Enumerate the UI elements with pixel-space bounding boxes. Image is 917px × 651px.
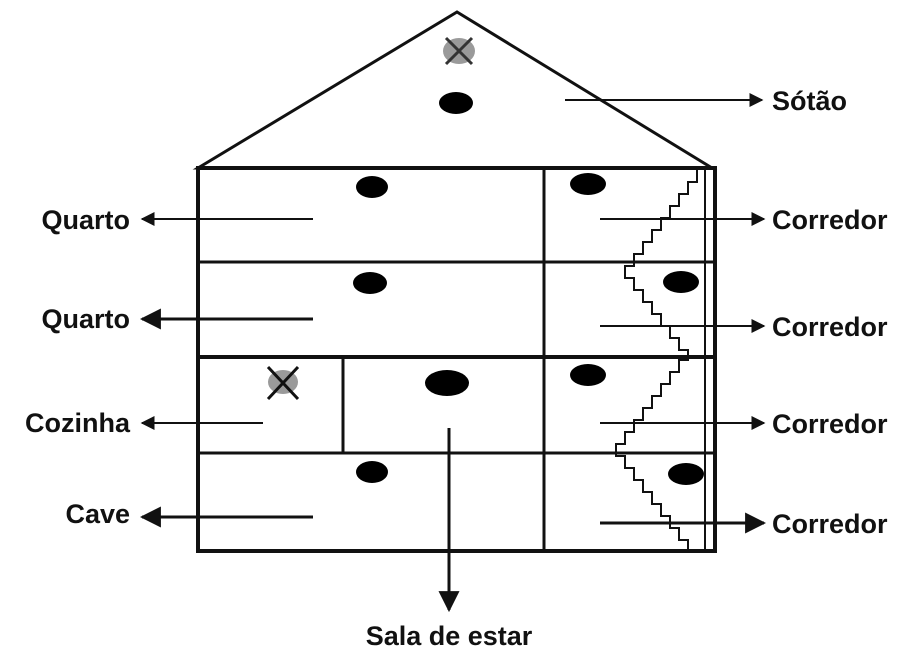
- label-sala-de-estar: Sala de estar: [366, 621, 533, 651]
- label-corredor-3: Corredor: [772, 409, 888, 439]
- label-corredor-2: Corredor: [772, 312, 888, 342]
- attic-dot: [439, 92, 473, 114]
- hallway-4-dot: [668, 463, 704, 485]
- kitchen-x-icon: [266, 365, 300, 401]
- label-quarto-2: Quarto: [41, 304, 130, 334]
- bedroom-2-dot: [353, 272, 387, 294]
- label-corredor-4: Corredor: [772, 509, 888, 539]
- hallway-1-dot: [570, 173, 606, 195]
- label-corredor-1: Corredor: [772, 205, 888, 235]
- hallway-3-dot: [570, 364, 606, 386]
- living-room-dot: [425, 370, 469, 396]
- label-quarto-1: Quarto: [41, 205, 130, 235]
- label-sotao: Sótão: [772, 86, 847, 116]
- bedroom-1-dot: [356, 176, 388, 198]
- label-cozinha: Cozinha: [25, 408, 131, 438]
- staircase: [615, 170, 698, 551]
- basement-dot: [356, 461, 388, 483]
- hallway-2-dot: [663, 271, 699, 293]
- label-cave: Cave: [65, 499, 130, 529]
- house-walls: [196, 166, 717, 553]
- roof-outline: [192, 10, 718, 170]
- attic-x-icon: [444, 36, 474, 66]
